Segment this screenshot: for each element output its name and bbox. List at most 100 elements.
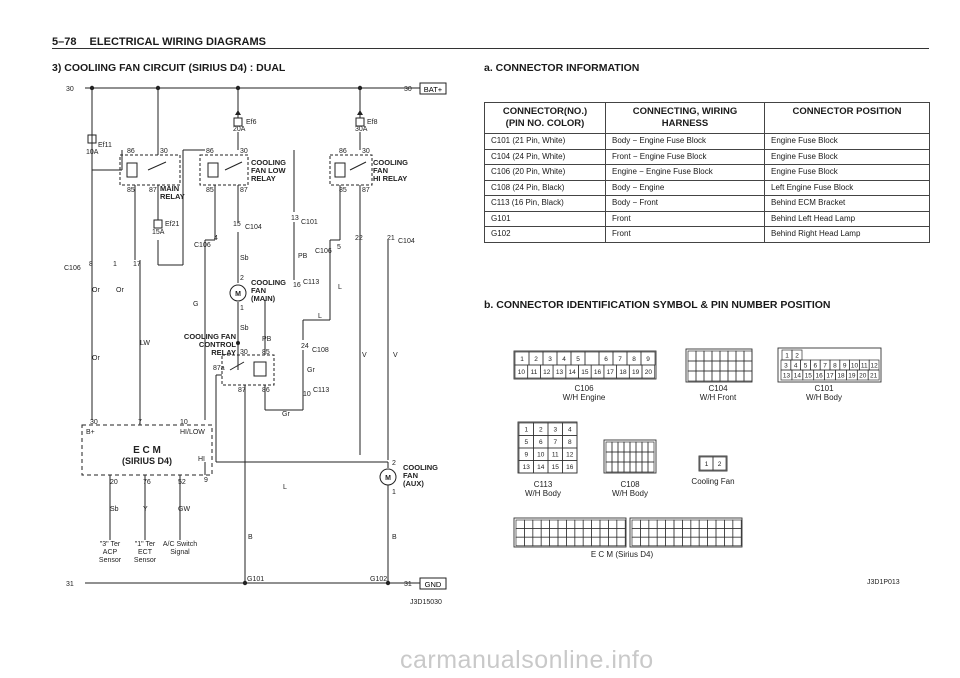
pin-8: 8 — [89, 261, 93, 268]
bat-badge — [419, 82, 447, 95]
conn-c106-b: C106 — [315, 248, 332, 255]
c101-pin-number: 20 — [859, 372, 867, 379]
wire-gw: GW — [178, 506, 190, 513]
c104-pin — [687, 350, 697, 362]
fuse-ef6-arrow-icon — [235, 110, 241, 115]
ecm-left-pin — [574, 536, 584, 547]
ecm-right-pin — [690, 536, 700, 547]
c104-pin — [727, 350, 737, 362]
ecm-right-pin — [690, 528, 700, 538]
conn-c113-a: C113 — [303, 279, 319, 286]
fuse-ef11-name: Ef11 — [98, 142, 112, 149]
c108-pin — [647, 461, 655, 473]
ecm-hi-low: HI/LOW — [180, 429, 205, 436]
ctrl-pin-85: 85 — [262, 349, 270, 356]
ecm-right-pin — [640, 528, 650, 538]
wire-v-1: V — [362, 352, 367, 359]
c113-pin-number: 4 — [568, 427, 572, 434]
main-relay-coil-icon — [126, 162, 138, 178]
ecm-name: E C M — [133, 445, 161, 456]
ecm-left-pin — [608, 536, 618, 547]
c106-pin-number: 20 — [645, 369, 653, 376]
watermark: carmanualsonline.info — [400, 646, 654, 674]
c104-pin — [711, 370, 721, 382]
line-31-left: 31 — [66, 581, 74, 588]
ecm-right-pin — [732, 519, 742, 529]
ecm-left-pin — [599, 528, 609, 538]
table-row: C101 (21 Pin, White)Body − Engine Fuse B… — [484, 133, 930, 150]
ecm-right-pin — [631, 528, 641, 538]
ecm-right-pin — [640, 519, 650, 529]
wire-g: G — [193, 301, 198, 308]
c101-pin-number: 5 — [804, 362, 808, 369]
ecm-left-pin — [524, 536, 534, 547]
ctrl-pin-87a: 87a — [213, 365, 225, 372]
aux-fan-m: M — [385, 475, 391, 482]
col-header-harness: CONNECTING, WIRING HARNESS — [605, 102, 765, 134]
ecm-left-pin — [566, 528, 576, 538]
ecm-pin-9: 9 — [204, 477, 208, 484]
line-30-right: 30 — [404, 86, 412, 93]
ecm-left-pin — [540, 519, 550, 529]
pin-4: 4 — [214, 235, 218, 242]
c101-pin-number: 19 — [848, 372, 856, 379]
c104-pin — [695, 360, 705, 372]
conn-c106-a: C106 — [194, 242, 211, 249]
c106-pin-number: 8 — [632, 356, 636, 363]
c106-pin — [641, 364, 656, 379]
c108-pin — [617, 441, 625, 453]
c106-housing — [513, 350, 657, 380]
c106-pin-number: 10 — [518, 369, 526, 376]
ecm-left-pin — [608, 528, 618, 538]
ecm-left-pin — [540, 528, 550, 538]
c101-pin-number: 12 — [870, 362, 878, 369]
ecm-left-pin — [591, 519, 601, 529]
pin-2-main: 2 — [240, 275, 244, 282]
ecm-left-pin — [582, 519, 592, 529]
connector-info-body: C101 (21 Pin, White)Body − Engine Fuse B… — [484, 133, 930, 243]
hi-pin-87: 87 — [362, 187, 370, 194]
ecm-right-pin — [631, 536, 641, 547]
ecm-left-pin — [532, 528, 542, 538]
ecm-pin-52: 52 — [178, 479, 186, 486]
ecm-right-pin — [656, 519, 666, 529]
conn-c106-c: C106 — [64, 265, 81, 272]
ecm-left-pin — [608, 519, 618, 529]
c106-pin-number: 19 — [632, 369, 640, 376]
table-cell: Behind Right Head Lamp — [764, 226, 930, 243]
c101-pin-number: 13 — [783, 372, 791, 379]
c101-pin-number: 4 — [794, 362, 798, 369]
connector-info-title: a. CONNECTOR INFORMATION — [484, 62, 640, 74]
c104-pin — [719, 360, 729, 372]
c104-pin — [743, 370, 753, 382]
c104-pin — [719, 370, 729, 382]
c106-pin-number: 16 — [594, 369, 602, 376]
wire-sb-1: Sb — [240, 255, 249, 262]
ecm-left-pin — [582, 536, 592, 547]
gnd-badge — [419, 577, 447, 590]
ecm-left-pin — [599, 519, 609, 529]
pin-17: 17 — [133, 261, 141, 268]
c113-pin-number: 14 — [537, 464, 545, 471]
fan-pin — [712, 456, 727, 471]
ecm-left-pin — [566, 536, 576, 547]
ecm-b-plus: B+ — [86, 429, 95, 436]
c108-pin — [605, 441, 613, 453]
c113-pin-number: 9 — [524, 452, 528, 459]
wire-l-2: L — [318, 313, 322, 320]
ecm-right-pin — [648, 528, 658, 538]
ecm-right-pin — [724, 528, 734, 538]
wire-pb-2: PB — [262, 336, 272, 343]
c113-pin-number: 2 — [539, 427, 543, 434]
fuse-ef21-name: Ef21 — [165, 221, 180, 228]
line-31-right: 31 — [404, 581, 412, 588]
c104-pin — [711, 350, 721, 362]
ecm-right-pin — [682, 536, 692, 547]
c106-pin-number: 15 — [581, 369, 589, 376]
